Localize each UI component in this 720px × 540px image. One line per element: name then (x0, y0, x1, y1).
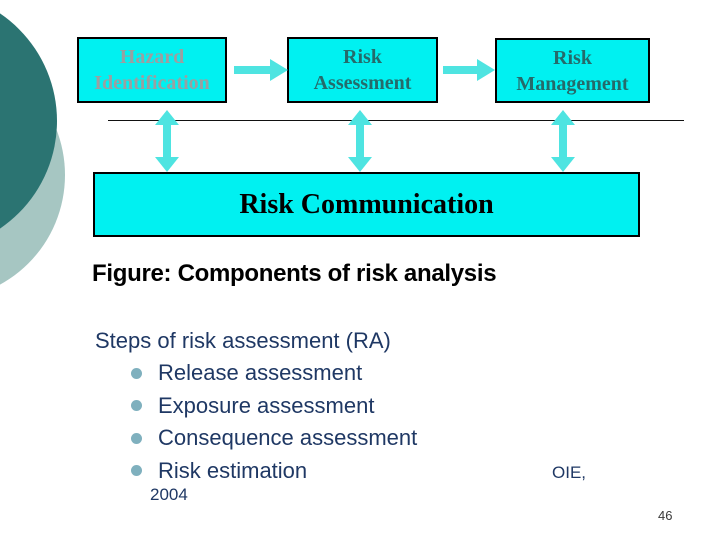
list-item: Risk estimation (95, 455, 615, 488)
citation-source: OIE, (552, 463, 587, 482)
double-vertical-arrow-icon (348, 110, 372, 172)
page-number: 46 (658, 508, 673, 523)
list-item: Consequence assessment (95, 422, 615, 455)
risk-assessment-label-line1: Risk (343, 46, 382, 68)
hazard-identification-box: Hazard Identification (77, 37, 227, 103)
bullet-icon (131, 367, 142, 379)
list-item-label: Exposure assessment (158, 392, 375, 418)
risk-management-label-line1: Risk (553, 46, 592, 69)
double-vertical-arrow-icon (155, 110, 179, 172)
risk-management-box: Risk Management (495, 38, 650, 103)
double-vertical-arrow-icon (551, 110, 575, 172)
risk-management-label-line2: Management (516, 72, 629, 95)
list-item: Release assessment (95, 357, 615, 390)
hazard-identification-label-line2: Identification (94, 72, 210, 94)
right-arrow-icon (443, 59, 495, 81)
list-item: Exposure assessment (95, 390, 615, 423)
bullet-icon (131, 465, 142, 477)
list-item-label: Risk estimation (158, 457, 308, 483)
figure-caption: Figure: Components of risk analysis (92, 260, 497, 287)
steps-list: Steps of risk assessment (RA) Release as… (95, 324, 615, 487)
steps-heading: Steps of risk assessment (RA) (95, 328, 391, 353)
right-arrow-icon (234, 59, 288, 81)
list-item-label: Release assessment (158, 360, 363, 385)
list-item-label: Consequence assessment (158, 425, 418, 450)
risk-assessment-label-line2: Assessment (313, 72, 412, 94)
risk-assessment-box: Risk Assessment (287, 37, 438, 103)
hazard-identification-label-line1: Hazard (119, 46, 185, 68)
divider-line (108, 120, 684, 121)
bullet-icon (131, 432, 142, 444)
risk-communication-box: Risk Communication (93, 172, 640, 237)
bullet-icon (131, 400, 142, 412)
risk-communication-label: Risk Communication (239, 188, 494, 220)
citation-year: 2004 (150, 485, 188, 504)
